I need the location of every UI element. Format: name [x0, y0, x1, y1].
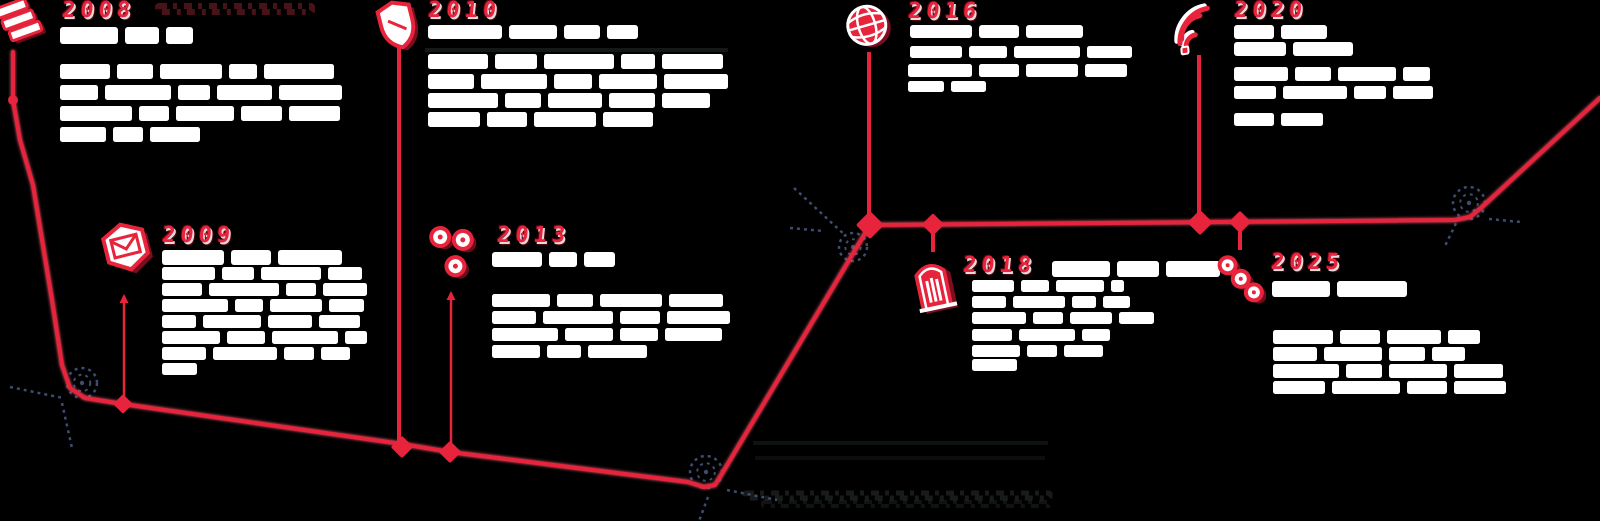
route-node-dot [1188, 210, 1212, 235]
compass-waypoint-icon [1443, 185, 1522, 247]
route-node-dot [113, 394, 133, 414]
connector-arrow-tip [119, 294, 129, 303]
route-node-dot [1229, 211, 1251, 233]
route-node-dot [922, 214, 944, 235]
compass-waypoint-icon [789, 187, 869, 263]
timeline-route-line [11, 50, 1600, 489]
ghost-streak [753, 441, 1048, 445]
ghost-streak [155, 3, 315, 15]
route-node-dot [439, 441, 461, 463]
route-node-dot [856, 211, 884, 239]
ghost-streak [742, 490, 1053, 501]
ghost-streak [425, 48, 728, 52]
ghost-streak [755, 456, 1045, 460]
ghost-streak [761, 500, 1052, 508]
connector-arrow-tip [446, 291, 456, 300]
route-node-dot [8, 95, 18, 105]
compass-waypoint-icon [9, 366, 99, 449]
route-node-dot [391, 436, 413, 458]
